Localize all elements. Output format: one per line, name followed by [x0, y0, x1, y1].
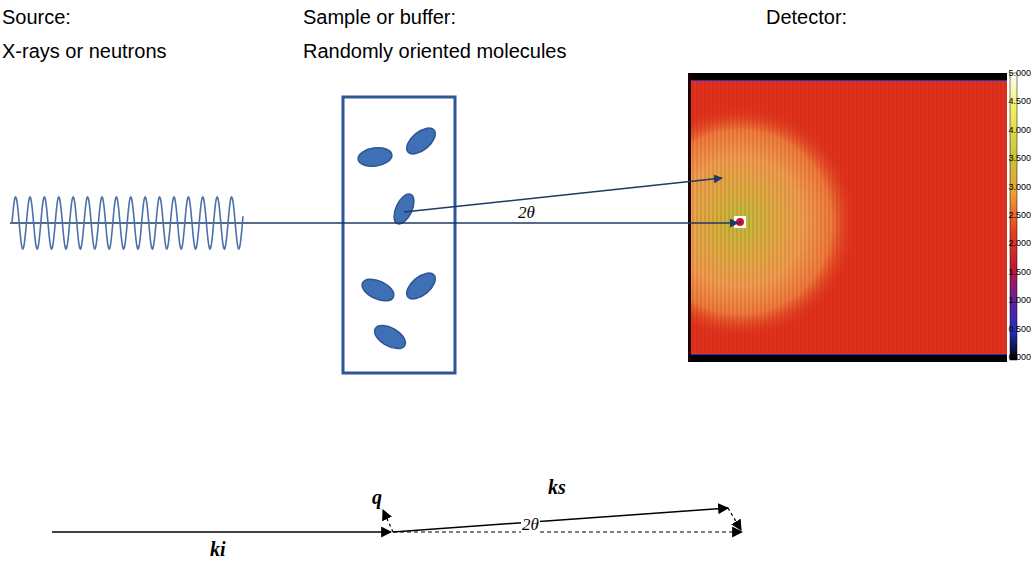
molecules: [357, 123, 440, 353]
colorbar-tick: 2.000: [1008, 239, 1031, 248]
vector-diagram: [52, 508, 742, 532]
incident-wave: [12, 197, 243, 249]
sample-cell: [343, 97, 455, 373]
heading: Source:: [2, 6, 71, 29]
angle-label: 2θ: [521, 516, 540, 533]
colorbar-tick: 2.500: [1008, 211, 1031, 220]
colorbar-tick: 4.000: [1008, 126, 1031, 135]
colorbar-tick: 5.000: [1008, 69, 1031, 78]
colorbar-tick: 4.500: [1008, 97, 1031, 106]
vector-label: q: [372, 486, 382, 509]
heading: Detector:: [766, 6, 847, 29]
vector-label: ki: [210, 538, 226, 561]
colorbar-tick: 1.000: [1008, 296, 1031, 305]
colorbar-tick: 0.500: [1008, 325, 1031, 334]
colorbar-tick: 3.000: [1008, 183, 1031, 192]
scattered-ray: [404, 178, 722, 212]
wave-path: [12, 197, 243, 249]
vector-label: ks: [548, 476, 566, 499]
subheading: X-rays or neutrons: [2, 40, 167, 63]
detector-image: [688, 73, 1007, 362]
heading: Sample or buffer:: [303, 6, 456, 29]
angle-label: 2θ: [517, 204, 536, 221]
subheading: Randomly oriented molecules: [303, 40, 566, 63]
colorbar-tick: 0.000: [1008, 353, 1031, 362]
colorbar-tick: 3.500: [1008, 154, 1031, 163]
colorbar-tick: 1.500: [1008, 268, 1031, 277]
